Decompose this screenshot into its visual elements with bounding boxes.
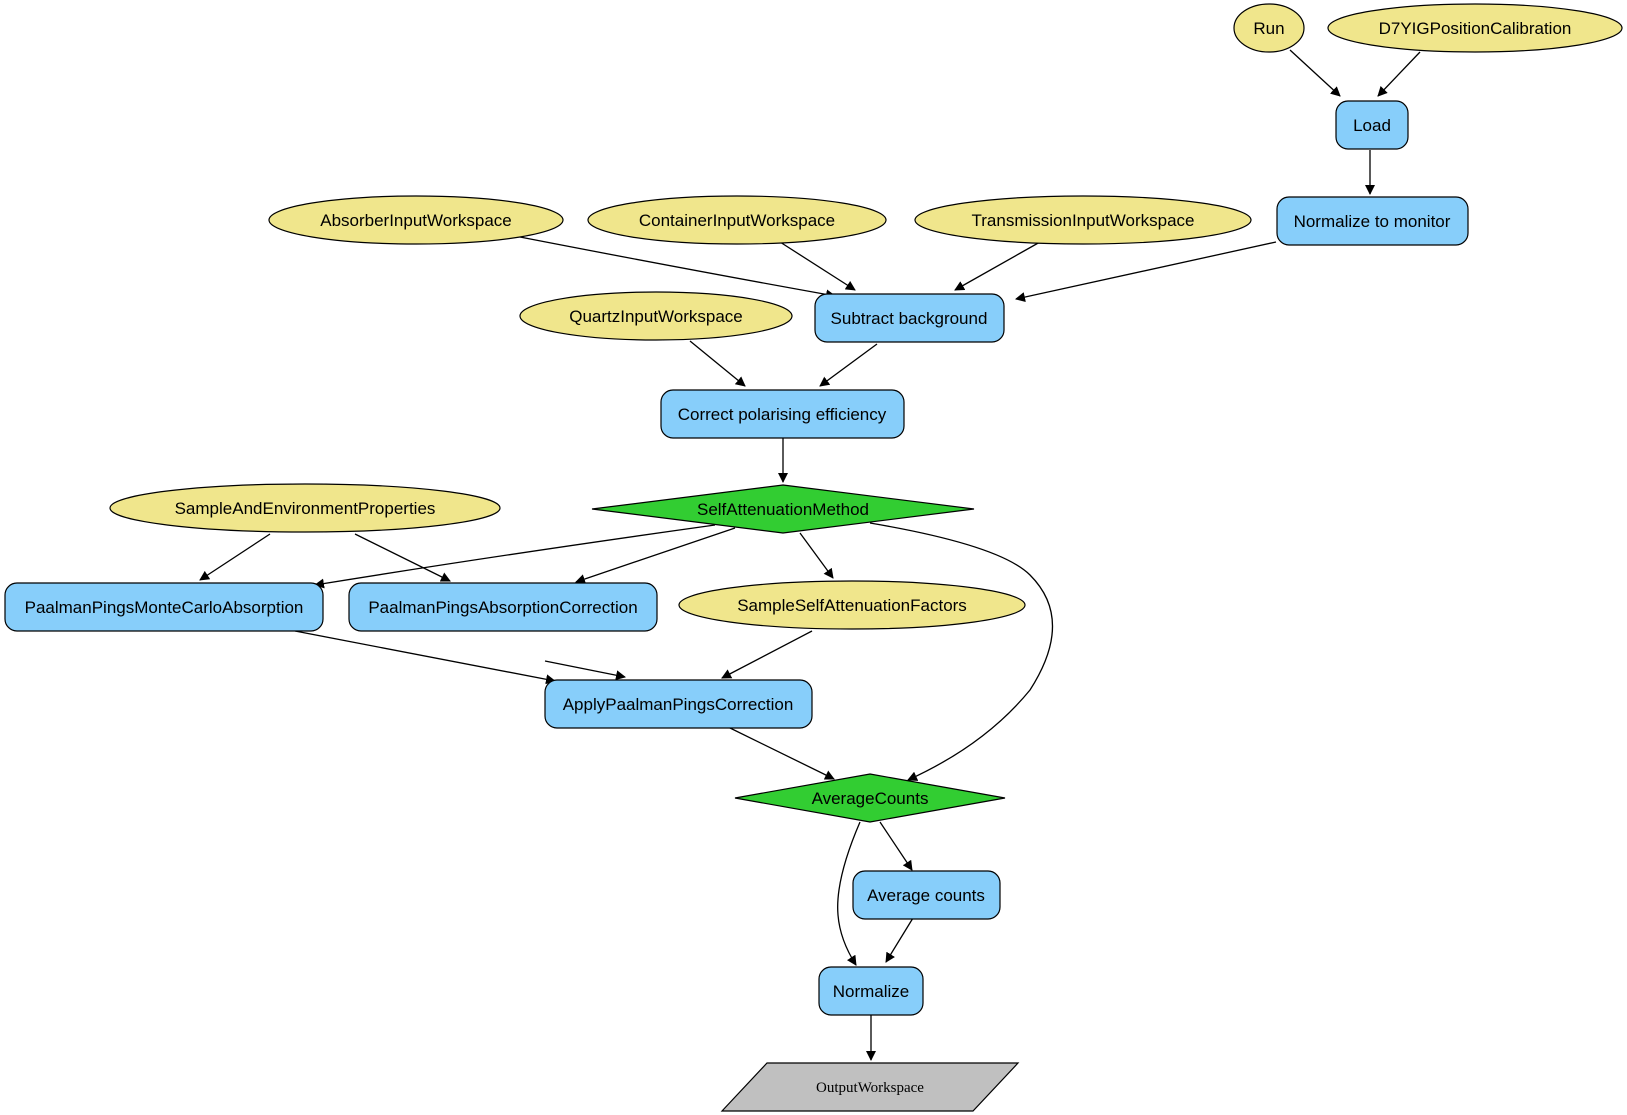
edge-normalize-monitor-subtract [1015,241,1277,302]
edge-run-load [1289,49,1341,97]
node-output: OutputWorkspace [720,1062,1020,1112]
node-sample-env-label: SampleAndEnvironmentProperties [175,499,436,518]
edge-d7yig-load [1377,51,1421,97]
edge-sampleenv-mcabs [199,533,271,581]
edge-selffactors-apply [721,630,813,679]
node-quartz-label: QuartzInputWorkspace [569,307,743,326]
node-container-label: ContainerInputWorkspace [639,211,835,230]
node-avg-counts: Average counts [852,870,1001,920]
node-load-label: Load [1353,116,1391,135]
node-abs-corr-label: PaalmanPingsAbsorptionCorrection [368,598,637,617]
node-abs-corr: PaalmanPingsAbsorptionCorrection [348,582,658,632]
node-polarising: Correct polarising efficiency [660,389,905,439]
node-self-att-label: SelfAttenuationMethod [697,500,869,519]
node-mc-abs: PaalmanPingsMonteCarloAbsorption [4,582,324,632]
node-self-factors-label: SampleSelfAttenuationFactors [737,596,967,615]
node-subtract-label: Subtract background [831,309,988,328]
edge-absorber-subtract [519,236,836,300]
edge-selfatt-abscorr [575,527,736,584]
node-self-factors: SampleSelfAttenuationFactors [678,580,1026,630]
node-sample-env: SampleAndEnvironmentProperties [109,483,501,533]
node-avg-counts-label: Average counts [867,886,985,905]
node-apply: ApplyPaalmanPingsCorrection [544,679,813,729]
process-nodes: Load Normalize to monitor Subtract backg… [4,100,1469,1016]
node-normalize-monitor-label: Normalize to monitor [1294,212,1451,231]
node-transmission-label: TransmissionInputWorkspace [972,211,1195,230]
edge-selfatt-avgdec [869,522,1054,781]
edge-avgcounts-normalize [885,917,914,963]
node-normalize: Normalize [818,966,924,1016]
node-normalize-label: Normalize [833,982,910,1001]
node-quartz: QuartzInputWorkspace [519,291,793,341]
edge-avgdec-avgcounts [879,821,913,871]
edge-apply-avgdec [727,726,835,780]
edge-subtract-polarising [819,343,878,387]
edge-selfatt-selffactors [799,532,834,579]
node-mc-abs-label: PaalmanPingsMonteCarloAbsorption [25,598,304,617]
node-normalize-monitor: Normalize to monitor [1276,196,1469,246]
edge-container-subtract [779,241,856,291]
input-nodes: Run D7YIGPositionCalibration AbsorberInp… [109,3,1623,630]
node-subtract: Subtract background [814,293,1005,343]
edge-selfatt-mcabs [314,524,716,589]
edge-abscorr-apply [544,660,626,681]
node-self-att: SelfAttenuationMethod [591,484,975,534]
node-d7yig-label: D7YIGPositionCalibration [1379,19,1572,38]
node-transmission: TransmissionInputWorkspace [914,195,1252,245]
edge-sampleenv-abscorr [354,533,451,582]
decision-nodes: SelfAttenuationMethod AverageCounts [591,484,1006,823]
edge-transmission-subtract [954,241,1041,291]
node-container: ContainerInputWorkspace [587,195,887,245]
edges [199,49,1421,1061]
node-run: Run [1233,3,1305,53]
edge-mcabs-apply [294,630,556,685]
node-absorber-label: AbsorberInputWorkspace [320,211,512,230]
node-d7yig: D7YIGPositionCalibration [1327,3,1623,53]
node-output-label: OutputWorkspace [816,1080,924,1096]
node-run-label: Run [1253,19,1284,38]
node-polarising-label: Correct polarising efficiency [678,405,887,424]
node-avg-dec: AverageCounts [734,773,1006,823]
node-apply-label: ApplyPaalmanPingsCorrection [563,695,794,714]
node-absorber: AbsorberInputWorkspace [268,195,564,245]
node-load: Load [1335,100,1409,150]
edge-quartz-polarising [689,340,746,387]
edge-avgdec-normalize [837,821,861,966]
node-avg-dec-label: AverageCounts [812,789,929,808]
